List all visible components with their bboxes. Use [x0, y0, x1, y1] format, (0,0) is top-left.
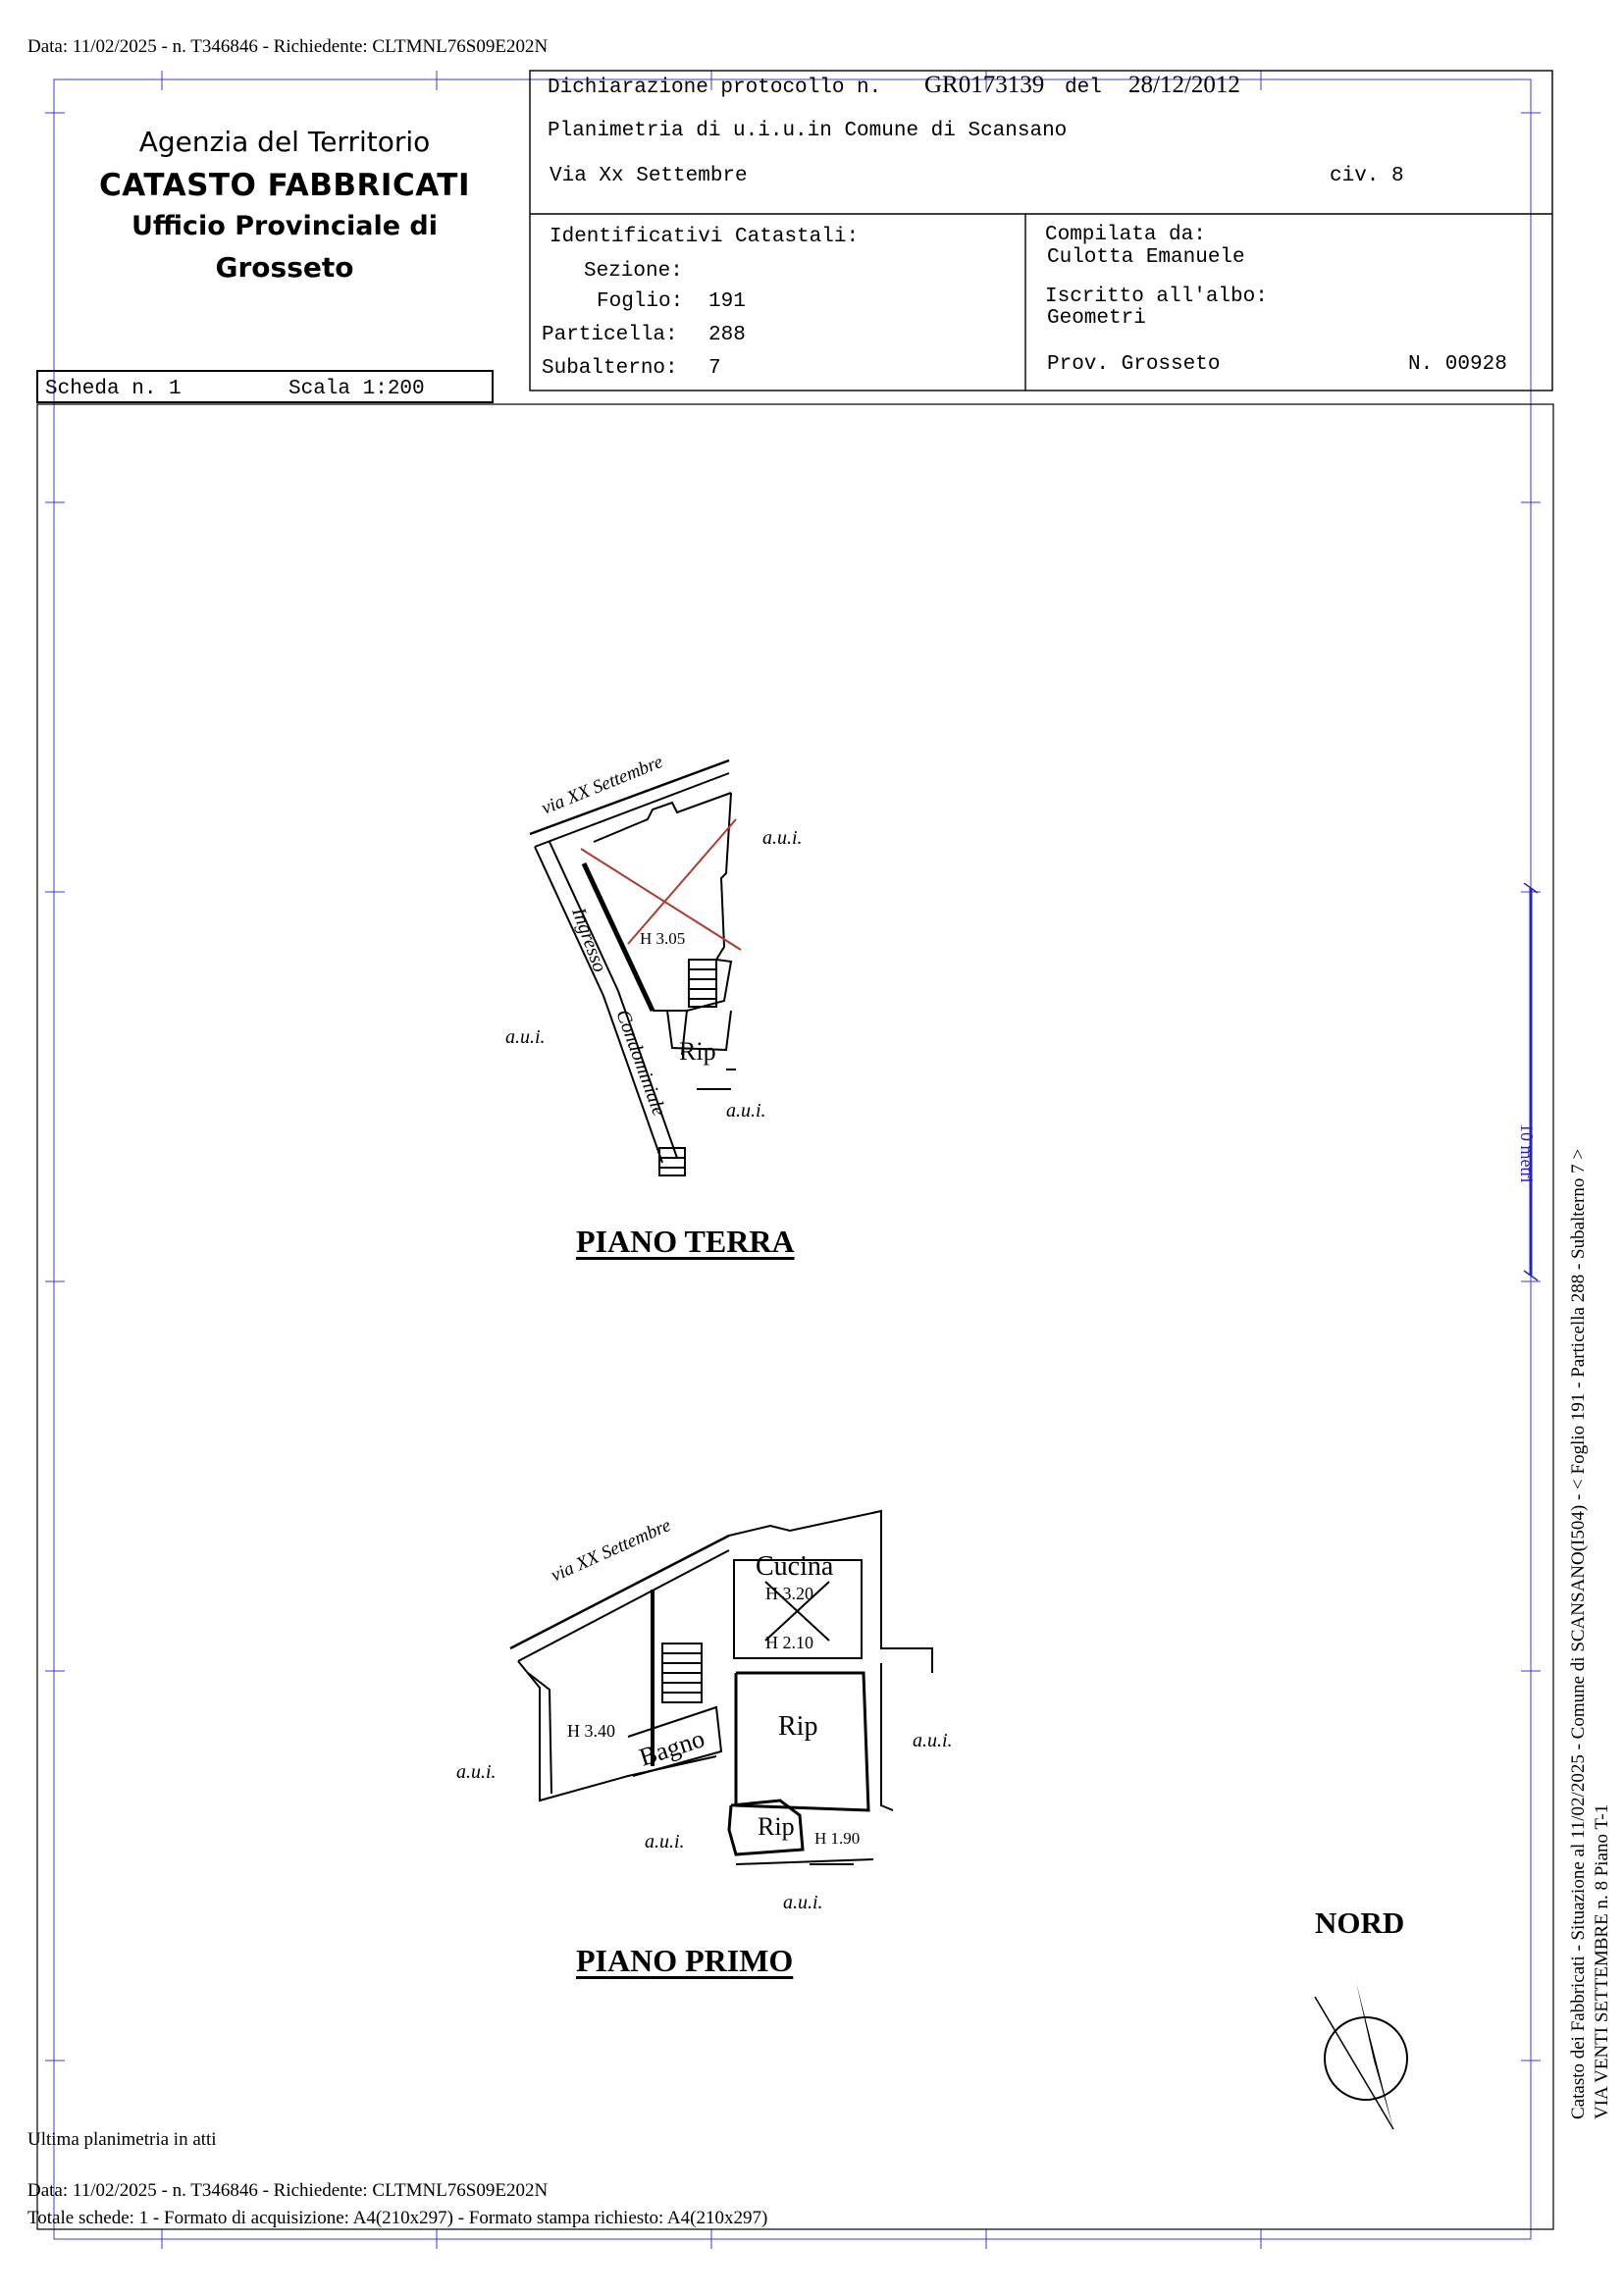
h190-label: H 1.90 [814, 1829, 860, 1848]
ground-ingresso-label: Ingresso [567, 904, 610, 975]
protocol-del-label: del [1065, 77, 1102, 99]
planimetry-line: Planimetria di u.i.u.in Comune di Scansa… [548, 120, 1068, 142]
first-aui-left: a.u.i. [456, 1761, 497, 1783]
office-city: Grosseto [215, 251, 354, 284]
ground-aui-top: a.u.i. [762, 827, 803, 849]
ground-floor-title: PIANO TERRA [576, 1224, 795, 1259]
h340-label: H 3.40 [567, 1721, 615, 1741]
office-label: Ufficio Provinciale di [131, 211, 438, 241]
scale-bar [1523, 883, 1539, 1281]
albo-label: Iscritto all'albo: [1045, 286, 1268, 308]
first-floor-title: PIANO PRIMO [576, 1943, 794, 1978]
north-arrow-icon [1314, 1982, 1408, 2130]
compiler-name: Culotta Emanuele [1047, 246, 1245, 269]
protocol-number: GR0173139 [924, 72, 1045, 98]
sezione-label: Sezione: [584, 260, 683, 283]
cucina-height: H 3.20 [765, 1584, 813, 1603]
civic-number: civ. 8 [1330, 165, 1404, 187]
first-aui-bottom1: a.u.i. [645, 1831, 685, 1852]
compiler-label: Compilata da: [1045, 224, 1206, 246]
particella-value: 288 [708, 324, 746, 346]
rip2-label: Rip [758, 1812, 795, 1841]
catasto-title: CATASTO FABBRICATI [99, 168, 470, 203]
agency-name: Agenzia del Territorio [138, 126, 431, 158]
albo-value: Geometri [1047, 307, 1146, 330]
first-aui-right: a.u.i. [913, 1730, 953, 1751]
cucina-label: Cucina [756, 1551, 834, 1582]
protocol-date: 28/12/2012 [1128, 72, 1240, 98]
side-note-line1: Catasto dei Fabbricati - Situazione al 1… [1568, 1148, 1589, 2119]
first-floor-plan: via XX Settembre Cucina H 3.20 H 2.10 H … [456, 1509, 953, 1913]
footer-request-line: Data: 11/02/2025 - n. T346846 - Richiede… [27, 2180, 549, 2201]
address: Via Xx Settembre [550, 165, 748, 187]
rip1-label: Rip [778, 1711, 817, 1742]
foglio-label: Foglio: [597, 290, 684, 313]
first-street-label: via XX Settembre [548, 1515, 673, 1587]
subalterno-value: 7 [708, 357, 721, 380]
side-note-line2: VIA VENTI SETTEMBRE n. 8 Piano T-1 [1592, 1803, 1612, 2119]
ground-aui-bottom: a.u.i. [726, 1100, 766, 1122]
ground-floor-plan: via XX Settembre a.u.i. a.u.i. a.u.i. In… [505, 752, 803, 1176]
scheda-scale: Scala 1:200 [288, 378, 425, 400]
identifiers-title: Identificativi Catastali: [550, 226, 860, 248]
cucina-height-low: H 2.10 [765, 1633, 813, 1652]
province: Prov. Grosseto [1047, 353, 1221, 376]
particella-label: Particella: [542, 324, 678, 346]
foglio-value: 191 [708, 290, 746, 313]
registration-number: N. 00928 [1408, 353, 1507, 376]
subalterno-label: Subalterno: [542, 357, 678, 380]
ground-aui-left: a.u.i. [505, 1026, 546, 1048]
ground-rip-label: Rip [679, 1037, 716, 1066]
footer-note: Ultima planimetria in atti [27, 2129, 217, 2150]
protocol-label: Dichiarazione protocollo n. [548, 77, 882, 99]
scale-bar-label: 10 metri [1517, 1123, 1537, 1183]
ground-street-label: via XX Settembre [539, 752, 666, 819]
footer-totals-line: Totale schede: 1 - Formato di acquisizio… [27, 2208, 768, 2228]
ground-height-label: H 3.05 [640, 929, 685, 948]
request-line-top: Data: 11/02/2025 - n. T346846 - Richiede… [27, 36, 549, 57]
north-label: NORD [1315, 1905, 1405, 1940]
first-aui-bottom2: a.u.i. [783, 1892, 823, 1913]
scheda-label: Scheda n. 1 [45, 378, 182, 400]
